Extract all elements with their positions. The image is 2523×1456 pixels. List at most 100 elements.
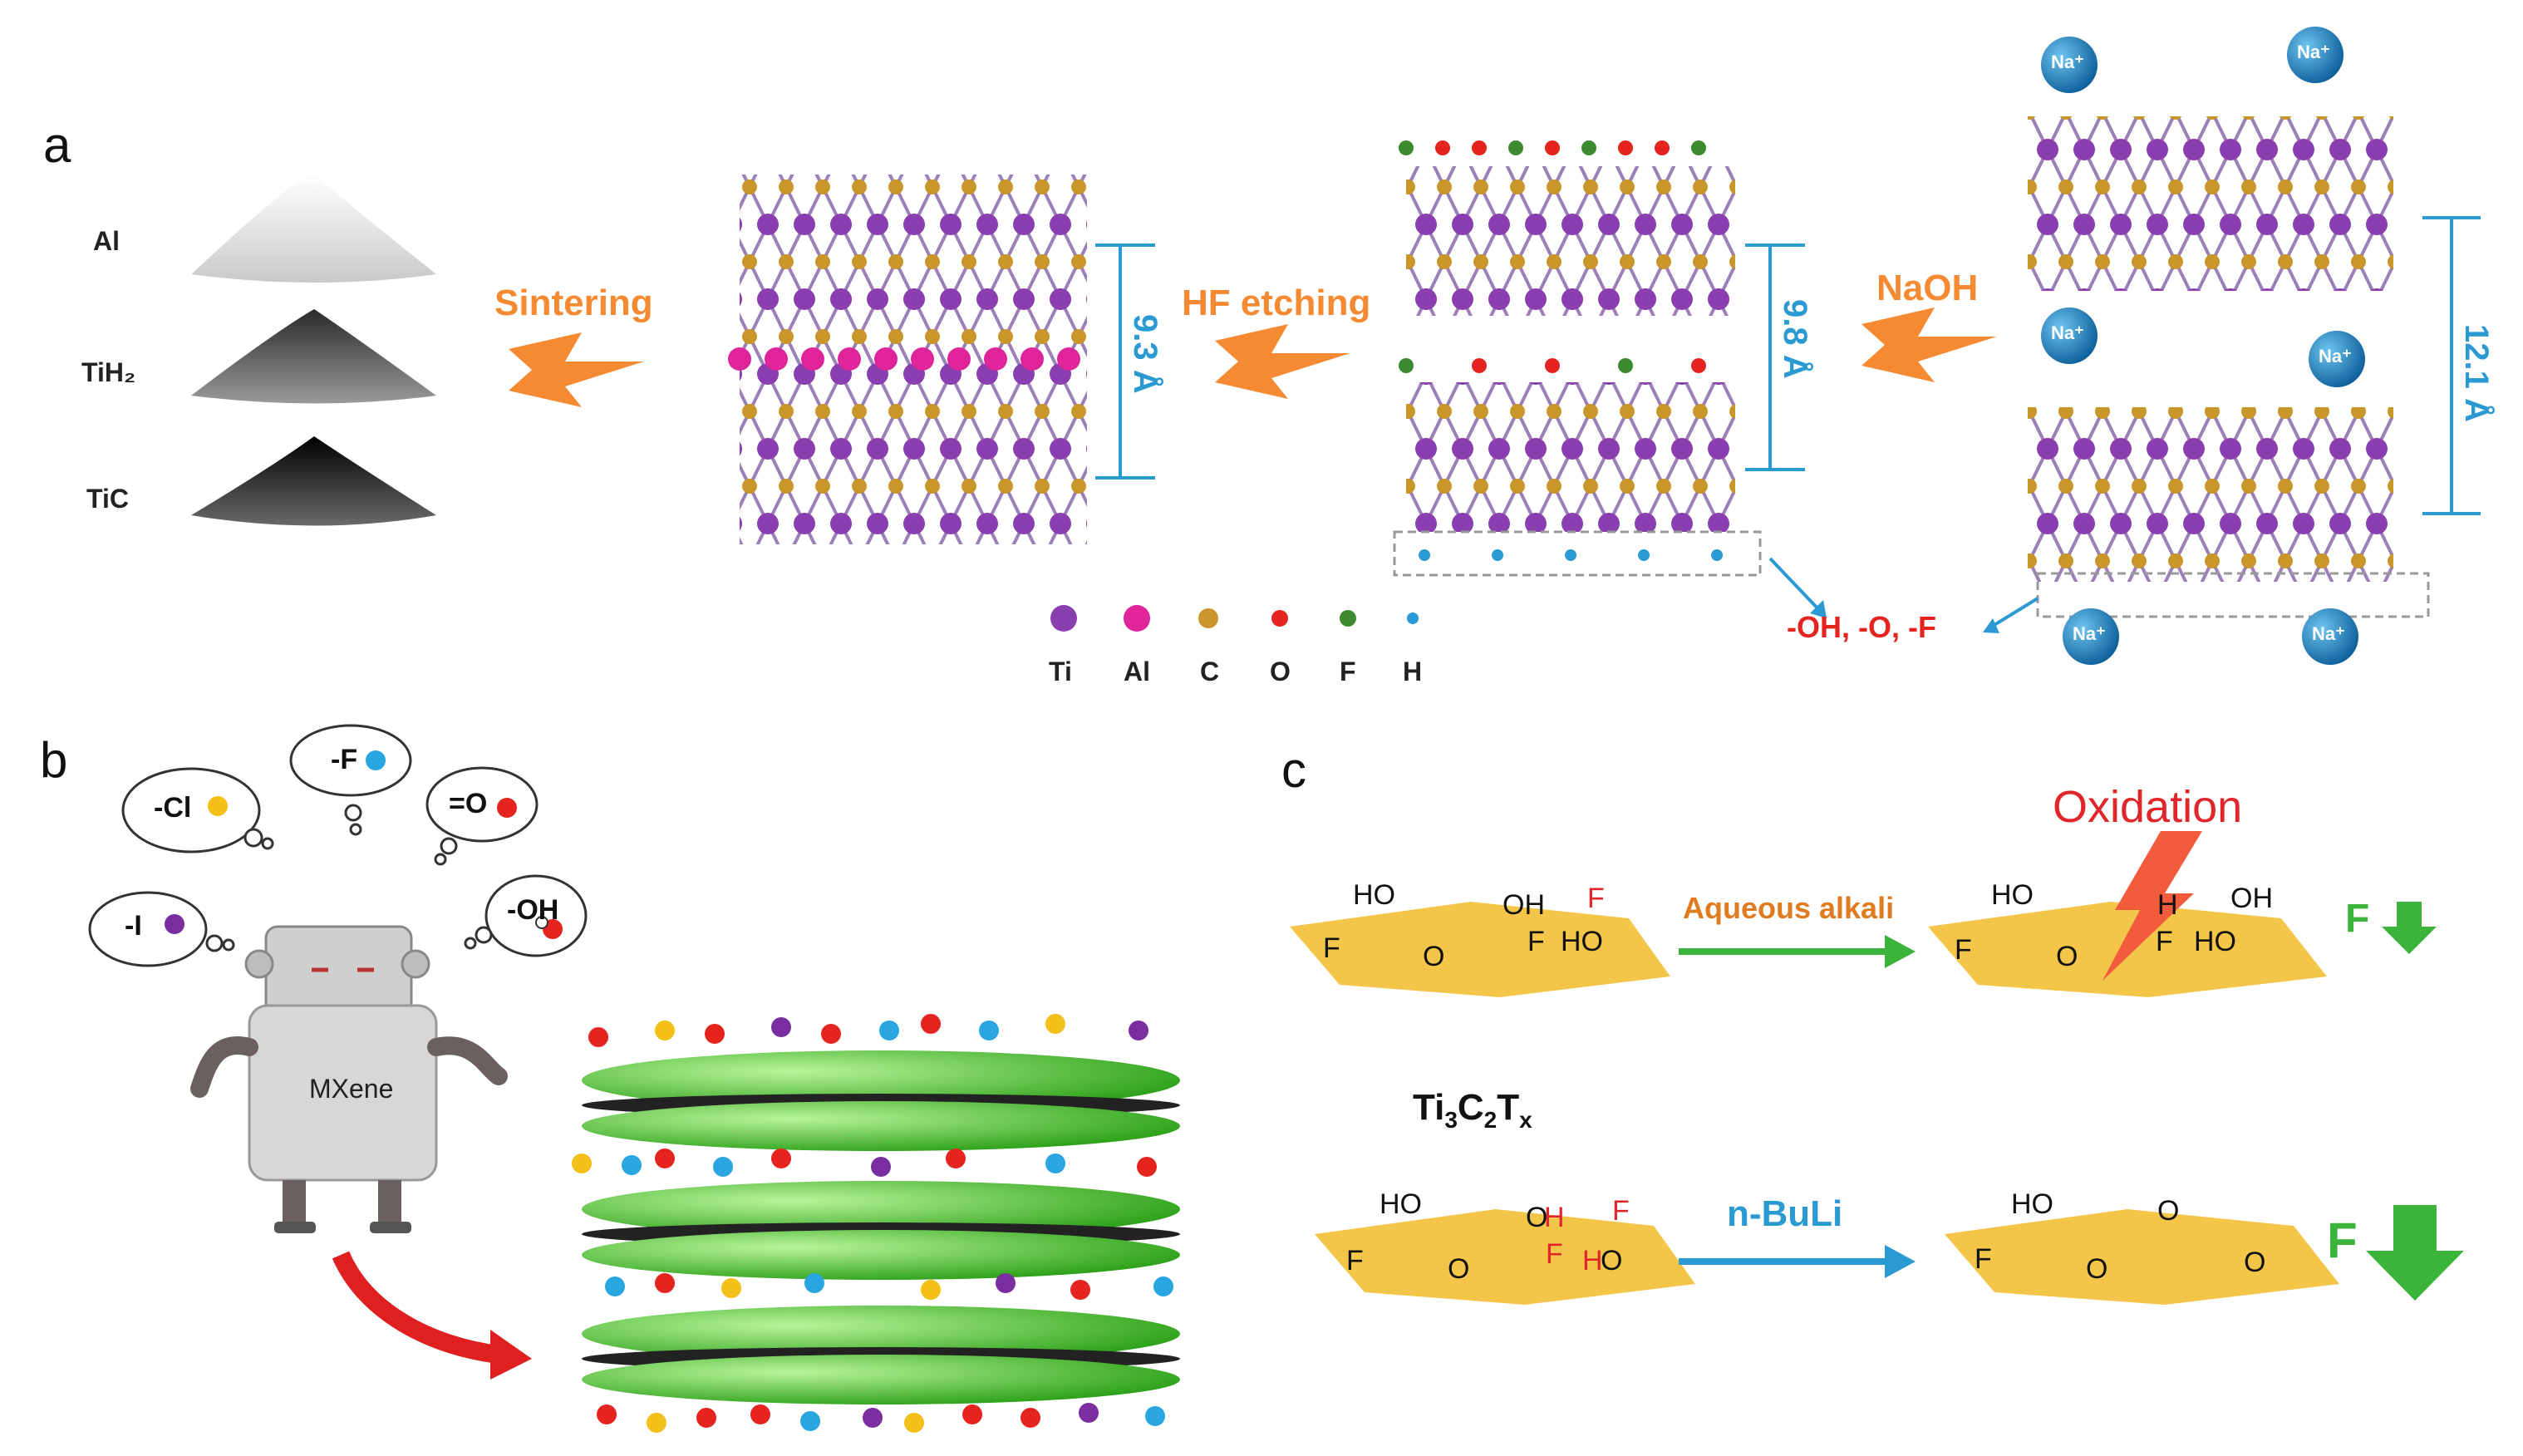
formula-sub-x: x: [1519, 1106, 1532, 1133]
c3-f-top: F: [1612, 1195, 1630, 1227]
mxene-3d-layers: [582, 1050, 1180, 1404]
sheet-c-3: [1315, 1209, 1695, 1305]
c3-f-left: F: [1346, 1245, 1364, 1276]
c4-ho: HO: [2011, 1188, 2053, 1220]
red-curved-arrow: [332, 1251, 500, 1364]
arrow-to-terminations-1: [1768, 557, 1822, 612]
c2-h: H: [2157, 889, 2178, 921]
c3-h-right: H: [1582, 1245, 1603, 1276]
c1-f-left: F: [1323, 932, 1340, 964]
thought-cl: -Cl: [154, 792, 192, 824]
mxene-robot: [190, 925, 508, 1233]
legend-ti: Ti: [1049, 657, 1072, 686]
cone-tic: [191, 436, 436, 526]
c3-o: O: [1448, 1253, 1470, 1285]
terminations-hf: [1399, 140, 1723, 561]
na-mxene-slab-bottom: [2028, 407, 2393, 582]
oxidation-label: Oxidation: [2053, 782, 2243, 832]
spacing-98: 9.8 Å: [1777, 299, 1813, 379]
robot-label: MXene: [309, 1074, 394, 1104]
cone-al: [191, 174, 436, 283]
na-ion-label-2: Na⁺: [2297, 42, 2330, 62]
arrow-hf: [1215, 324, 1350, 399]
formula-c: C: [1457, 1087, 1484, 1128]
precursor-tih2: TiH₂: [81, 357, 136, 387]
step-naoh: NaOH: [1876, 268, 1979, 308]
panel-label-b: b: [40, 732, 68, 788]
c1-ho-right: HO: [1561, 926, 1603, 957]
sheet-c-4: [1945, 1209, 2339, 1305]
lightning-bolt: [2102, 831, 2202, 981]
arrow-naoh: [1862, 307, 1997, 382]
arrow-to-terminations-2: [1989, 597, 2039, 629]
thought-i: -I: [125, 910, 142, 942]
termination-groups: -OH, -O, -F: [1787, 610, 1936, 644]
c3-o-top: O: [1526, 1202, 1548, 1233]
c3-h-top: H: [1544, 1202, 1565, 1233]
legend-c: C: [1200, 657, 1220, 686]
al-layer: [728, 347, 1080, 371]
c2-f-left: F: [1955, 934, 1972, 966]
legend-al: Al: [1124, 657, 1150, 686]
c1-f-top: F: [1587, 883, 1605, 914]
formula-sub-2: 2: [1483, 1106, 1498, 1133]
precursor-tic: TiC: [86, 484, 129, 514]
c4-f-left: F: [1975, 1243, 1992, 1275]
c2-oh: OH: [2230, 883, 2273, 914]
spacing-93: 9.3 Å: [1127, 314, 1163, 394]
precursor-al: Al: [93, 226, 120, 256]
na-ions: [2041, 27, 2365, 665]
c1-ho: HO: [1353, 879, 1395, 911]
legend-h: H: [1403, 657, 1423, 686]
na-mxene-slab-top: [2028, 116, 2393, 291]
na-ion-label-5: Na⁺: [2073, 623, 2106, 644]
step-hf-etching: HF etching: [1182, 283, 1371, 323]
arrow-sintering: [509, 332, 644, 407]
reagent-aqueous-alkali: Aqueous alkali: [1683, 891, 1895, 925]
na-ion-label-6: Na⁺: [2312, 623, 2345, 644]
c4-o-top: O: [2157, 1195, 2180, 1227]
surface-groups: [572, 1014, 1173, 1433]
thought-atoms: [165, 750, 563, 939]
step-sintering: Sintering: [494, 283, 653, 323]
c2-ho: HO: [1991, 879, 2034, 911]
sheet-c-1: [1290, 902, 1670, 997]
spacing-121: 12.1 Å: [2458, 324, 2495, 422]
panel-label-a: a: [43, 117, 71, 173]
spacing-bar-121: [2422, 216, 2481, 515]
formula-base: Ti: [1413, 1087, 1445, 1128]
c4-o: O: [2086, 1253, 2108, 1285]
thought-f: -F: [331, 744, 358, 775]
legend-o: O: [1270, 657, 1291, 686]
f-down-arrow-large: [2366, 1205, 2464, 1301]
c2-o: O: [2056, 941, 2078, 972]
c1-f-mid: F: [1527, 926, 1545, 957]
cone-tih2: [191, 309, 436, 404]
na-ion-label-3: Na⁺: [2051, 322, 2084, 343]
spacing-bar-93: [1095, 243, 1155, 480]
thought-oh: -OH: [507, 894, 559, 926]
formula-t: T: [1497, 1087, 1520, 1128]
formula-ti3c2tx: Ti3C2Tx: [1413, 1087, 1532, 1134]
f-label-top: F: [2345, 897, 2370, 941]
c3-f-mid: F: [1546, 1238, 1563, 1270]
c2-ho-right: HO: [2194, 926, 2236, 957]
termination-box-hf: [1393, 530, 1762, 577]
f-label-bottom: F: [2327, 1213, 2358, 1268]
na-ion-label-4: Na⁺: [2319, 346, 2352, 366]
c2-f-mid: F: [2156, 926, 2173, 957]
formula-sub-3: 3: [1444, 1106, 1458, 1133]
termination-box-naoh: [2036, 572, 2430, 618]
f-down-arrow-small: [2382, 902, 2437, 954]
reagent-nbuli: n-BuLi: [1727, 1193, 1843, 1234]
c1-oh: OH: [1502, 889, 1545, 921]
c4-o-right: O: [2244, 1247, 2266, 1278]
c1-o: O: [1423, 941, 1445, 972]
atom-legend-dots: [1050, 605, 1419, 632]
thought-o: =O: [449, 788, 488, 819]
panel-label-c: c: [1281, 742, 1306, 798]
mxene-slab-bottom: [1406, 382, 1735, 532]
thought-clouds: [88, 724, 588, 967]
spacing-bar-98: [1745, 243, 1805, 471]
